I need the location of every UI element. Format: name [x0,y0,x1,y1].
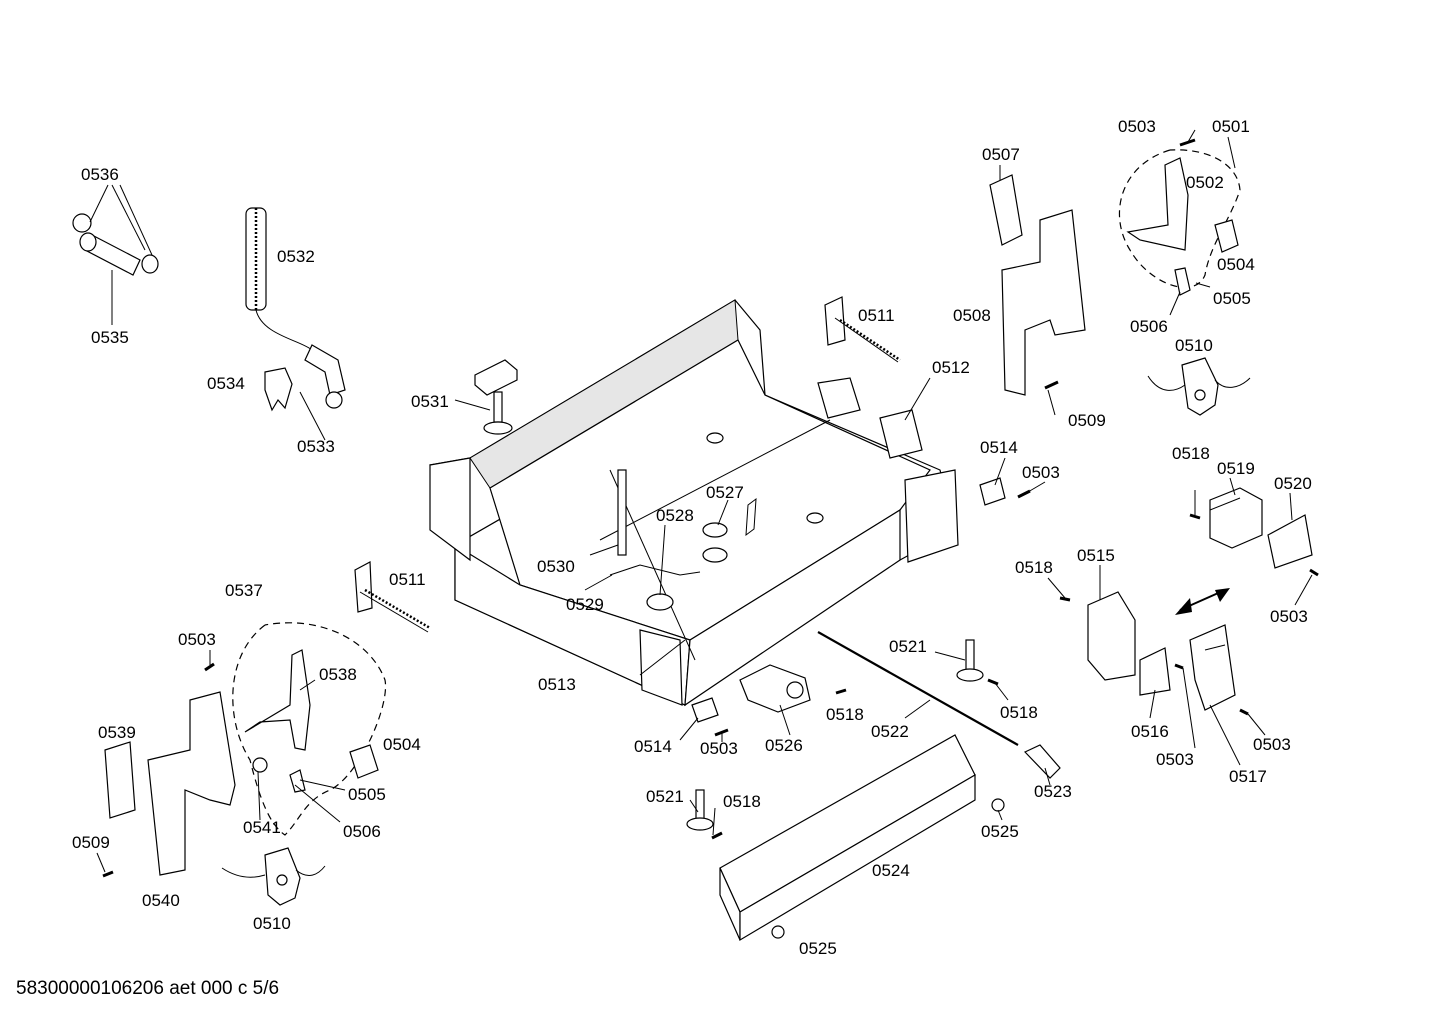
label-0523: 0523 [1034,782,1072,801]
label-0524: 0524 [872,861,910,880]
label-0508: 0508 [953,306,991,325]
label-0530: 0530 [537,557,575,576]
spring-0511-lower-drawing [354,561,431,633]
label-0505-left: 0505 [348,785,386,804]
label-0516: 0516 [1131,722,1169,741]
cover-0520-drawing [1267,514,1313,569]
valve-0526-drawing [739,664,811,713]
cover-0507-drawing [989,174,1023,246]
spring-0511-top-drawing [824,296,901,363]
mount-0515-drawing [1087,591,1136,681]
kick-panel-0524-drawing [719,734,976,942]
hinge-group-0501-drawing [1118,149,1241,296]
label-0526: 0526 [765,736,803,755]
label-0518-foot: 0518 [1000,703,1038,722]
hose-sleeve-0535-drawing [72,213,159,276]
end-cap-0523-drawing [1023,744,1061,779]
hinge-group-0537-drawing [232,622,387,836]
label-0539: 0539 [98,723,136,742]
label-0533: 0533 [297,437,335,456]
stud-0531-drawing [474,359,518,435]
label-0505-right: 0505 [1213,289,1251,308]
connectors-0512-drawing [817,377,923,459]
label-0520: 0520 [1274,474,1312,493]
drawing-reference-code: 58300000106206 aet 000 c 5/6 [16,978,280,999]
label-0536: 0536 [81,165,119,184]
label-0525-lower: 0525 [799,939,837,958]
foot-0521-drawing [686,639,984,831]
label-0529: 0529 [566,595,604,614]
label-0503-plate: 0503 [1156,750,1194,769]
rod-0522-drawing [817,631,1019,746]
label-0502: 0502 [1186,173,1224,192]
label-0511-top: 0511 [858,306,895,325]
plate-0516-drawing [1139,647,1171,696]
label-0509-right: 0509 [1068,411,1106,430]
hinge-0510-right-drawing [1147,357,1251,416]
label-0503-cover: 0503 [1270,607,1308,626]
label-0506-right: 0506 [1130,317,1168,336]
label-0504-right: 0504 [1217,255,1255,274]
label-0535: 0535 [91,328,129,347]
label-0528: 0528 [656,506,694,525]
label-0514-right: 0514 [980,438,1018,457]
cover-0517-drawing [1189,624,1236,711]
direction-arrow-drawing [1175,588,1230,615]
label-0518-mount: 0518 [1015,558,1053,577]
label-0511-lower: 0511 [389,570,426,589]
label-0538: 0538 [319,665,357,684]
label-0504-left: 0504 [383,735,421,754]
label-0525-right: 0525 [981,822,1019,841]
cover-0539-drawing [104,741,136,819]
label-0503-lower: 0503 [700,739,738,758]
corrugated-hose-0532-drawing [245,207,346,409]
label-0503-left: 0503 [178,630,216,649]
label-0541: 0541 [243,818,281,837]
label-0518-valve: 0518 [826,705,864,724]
label-0509-left: 0509 [72,833,110,852]
label-0513: 0513 [538,675,576,694]
label-0540: 0540 [142,891,180,910]
screws-drawing [711,138,1319,939]
bracket-0508-drawing [1001,209,1086,396]
label-0522: 0522 [871,722,909,741]
label-0531: 0531 [411,392,449,411]
label-0534: 0534 [207,374,245,393]
label-0537: 0537 [225,581,263,600]
label-0503-top: 0503 [1118,117,1156,136]
label-0510-right: 0510 [1175,336,1213,355]
label-0518-lower: 0518 [723,792,761,811]
label-0501: 0501 [1212,117,1250,136]
label-0521-right: 0521 [889,637,927,656]
hinge-0510-left-drawing [102,662,326,906]
bracket-0540-drawing [147,691,236,876]
part-labels: 0501 0502 0503 0503 0503 0503 0503 0503 … [72,117,1312,958]
bracket-0514-right-drawing [979,477,1006,506]
label-0507: 0507 [982,145,1020,164]
label-0518-box: 0518 [1172,444,1210,463]
label-0514-lower: 0514 [634,737,672,756]
clip-0534-drawing [264,367,293,412]
box-0519-drawing [1209,487,1263,549]
bracket-0514-lower-drawing [691,697,719,723]
label-0521-lower: 0521 [646,787,684,806]
label-0532: 0532 [277,247,315,266]
label-0527: 0527 [706,483,744,502]
label-0503-bracket: 0503 [1022,463,1060,482]
label-0503-side: 0503 [1253,735,1291,754]
label-0515: 0515 [1077,546,1115,565]
base-tub-drawing [429,299,959,707]
label-0506-left: 0506 [343,822,381,841]
leader-lines [89,129,1313,873]
label-0510-left: 0510 [253,914,291,933]
label-0519: 0519 [1217,459,1255,478]
label-0517: 0517 [1229,767,1267,786]
label-0512: 0512 [932,358,970,377]
